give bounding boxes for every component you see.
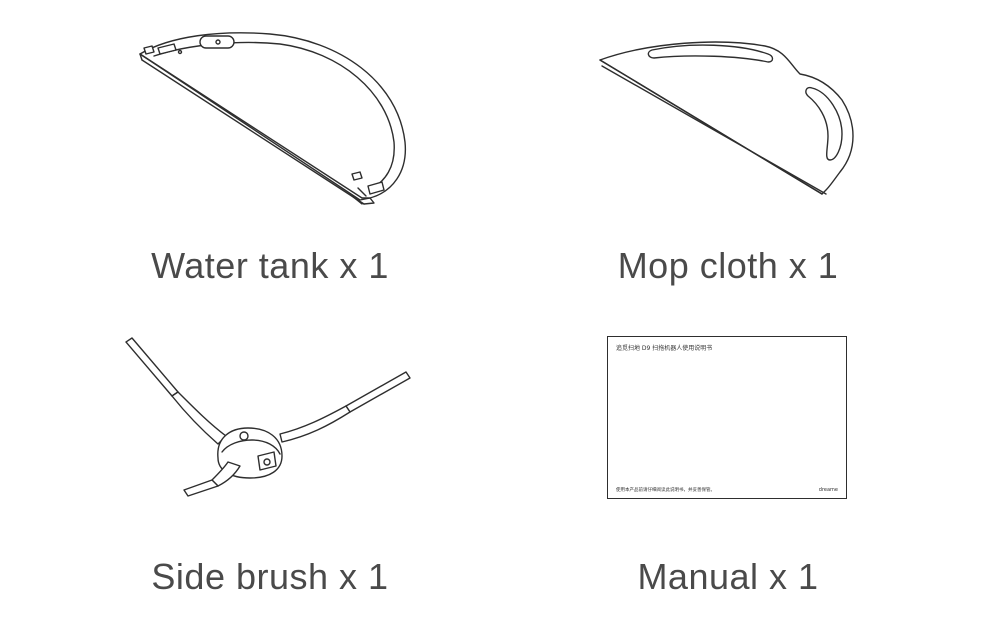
manual-icon: 追觅扫地 D9 扫拖机器人使用说明书 使用本产品前请仔细阅读此说明书，并妥善保管…: [607, 336, 847, 499]
side-brush-icon: [125, 337, 411, 497]
mop-cloth-icon: [599, 41, 854, 195]
manual-title: 追觅扫地 D9 扫拖机器人使用说明书: [616, 345, 713, 352]
manual-brand-logo: dreame: [818, 487, 838, 493]
item-caption: Water tank x 1: [151, 245, 389, 286]
item-caption: Mop cloth x 1: [617, 245, 839, 286]
item-caption: Side brush x 1: [151, 556, 389, 597]
water-tank-icon: [139, 32, 407, 205]
manual-footer: 使用本产品前请仔细阅读此说明书，并妥善保管。: [616, 488, 715, 493]
item-caption: Manual x 1: [637, 556, 819, 597]
